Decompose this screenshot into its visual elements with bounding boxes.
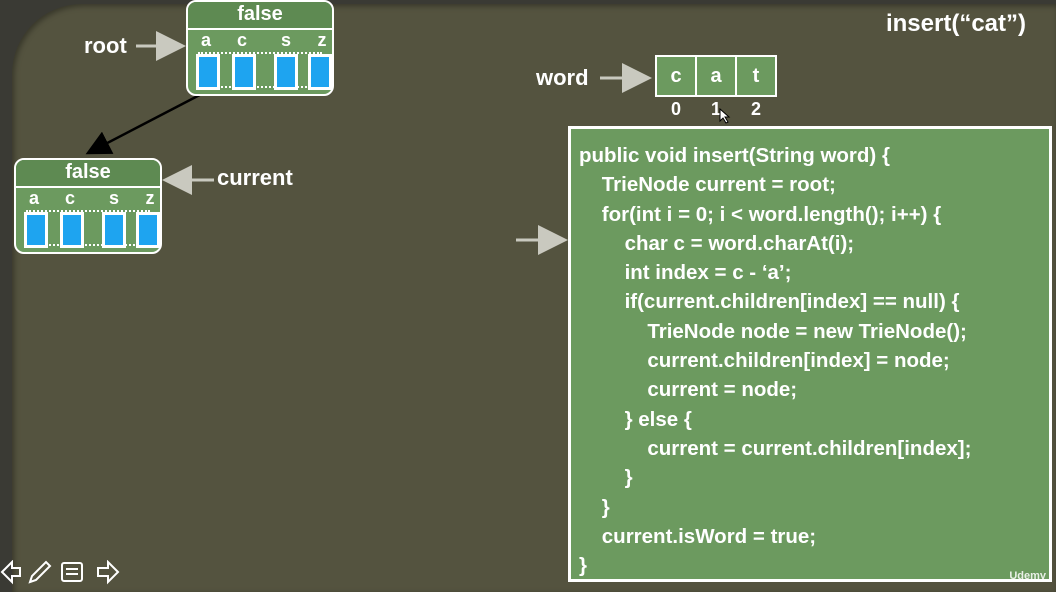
code-line-14: current.isWord = true; — [579, 524, 817, 548]
current-node-flag: false — [16, 160, 160, 188]
current-letter-c: c — [64, 188, 75, 208]
code-line-2: TrieNode current = root; — [579, 173, 836, 197]
udemy-logo: Udemy — [1009, 570, 1046, 582]
current-trie-node: false a c s z — [14, 158, 162, 254]
code-line-11: current = current.children[index]; — [579, 436, 972, 460]
root-slot-s — [274, 54, 298, 90]
root-node-letters: a c s z — [194, 30, 327, 50]
arrow-right-icon[interactable] — [97, 560, 120, 585]
word-index-2: 2 — [750, 99, 761, 119]
arrow-left-icon[interactable] — [0, 560, 21, 585]
code-line-1: public void insert(String word) { — [579, 144, 890, 167]
current-slot-z — [136, 212, 160, 248]
word-cell-0: c — [655, 55, 697, 97]
current-label: current — [217, 165, 293, 190]
player-controls — [0, 560, 120, 585]
pen-icon[interactable] — [28, 560, 52, 584]
code-line-6: if(current.children[index] == null) { — [579, 290, 960, 314]
word-cell-2: t — [735, 55, 777, 97]
word-index-0: 0 — [670, 99, 681, 119]
root-node-dots-top — [198, 52, 322, 56]
current-node-letters: a c s z — [22, 188, 155, 208]
root-label: root — [84, 33, 127, 58]
code-line-3: for(int i = 0; i < word.length(); i++) { — [579, 202, 942, 226]
current-letter-a: a — [28, 188, 39, 208]
code-line-15: } — [579, 554, 587, 578]
current-slot-a — [24, 212, 48, 248]
root-node-flag: false — [188, 2, 332, 30]
code-panel: public void insert(String word) { TrieNo… — [568, 126, 1052, 582]
notes-icon[interactable] — [61, 562, 83, 582]
slide-title: insert(“cat”) — [885, 10, 1026, 37]
code-line-5: int index = c - ‘a’; — [579, 261, 792, 285]
current-letter-z: z — [145, 188, 155, 208]
root-letter-c: c — [236, 30, 247, 50]
code-line-4: char c = word.charAt(i); — [579, 231, 855, 255]
code-line-7: TrieNode node = new TrieNode(); — [579, 319, 967, 343]
code-line-13: } — [579, 495, 610, 519]
root-slot-z — [308, 54, 332, 90]
root-slot-a — [196, 54, 220, 90]
root-letter-s: s — [280, 30, 291, 50]
current-letter-s: s — [108, 188, 119, 208]
word-label: word — [536, 65, 589, 90]
current-node-dots-bottom — [26, 244, 150, 248]
code-line-12: } — [579, 466, 633, 490]
current-node-dots-top — [26, 210, 150, 214]
word-cell-1: a — [695, 55, 737, 97]
mouse-cursor-icon — [719, 108, 731, 124]
root-trie-node: false a c s z — [186, 0, 334, 96]
code-line-9: current = node; — [579, 378, 798, 402]
code-line-8: current.children[index] = node; — [579, 349, 950, 373]
current-slot-c — [60, 212, 84, 248]
root-slot-c — [232, 54, 256, 90]
root-letter-z: z — [317, 30, 327, 50]
root-letter-a: a — [200, 30, 211, 50]
current-slot-s — [102, 212, 126, 248]
root-node-dots-bottom — [198, 86, 322, 90]
code-line-10: } else { — [579, 407, 692, 431]
word-index-1: 1 — [710, 99, 721, 119]
